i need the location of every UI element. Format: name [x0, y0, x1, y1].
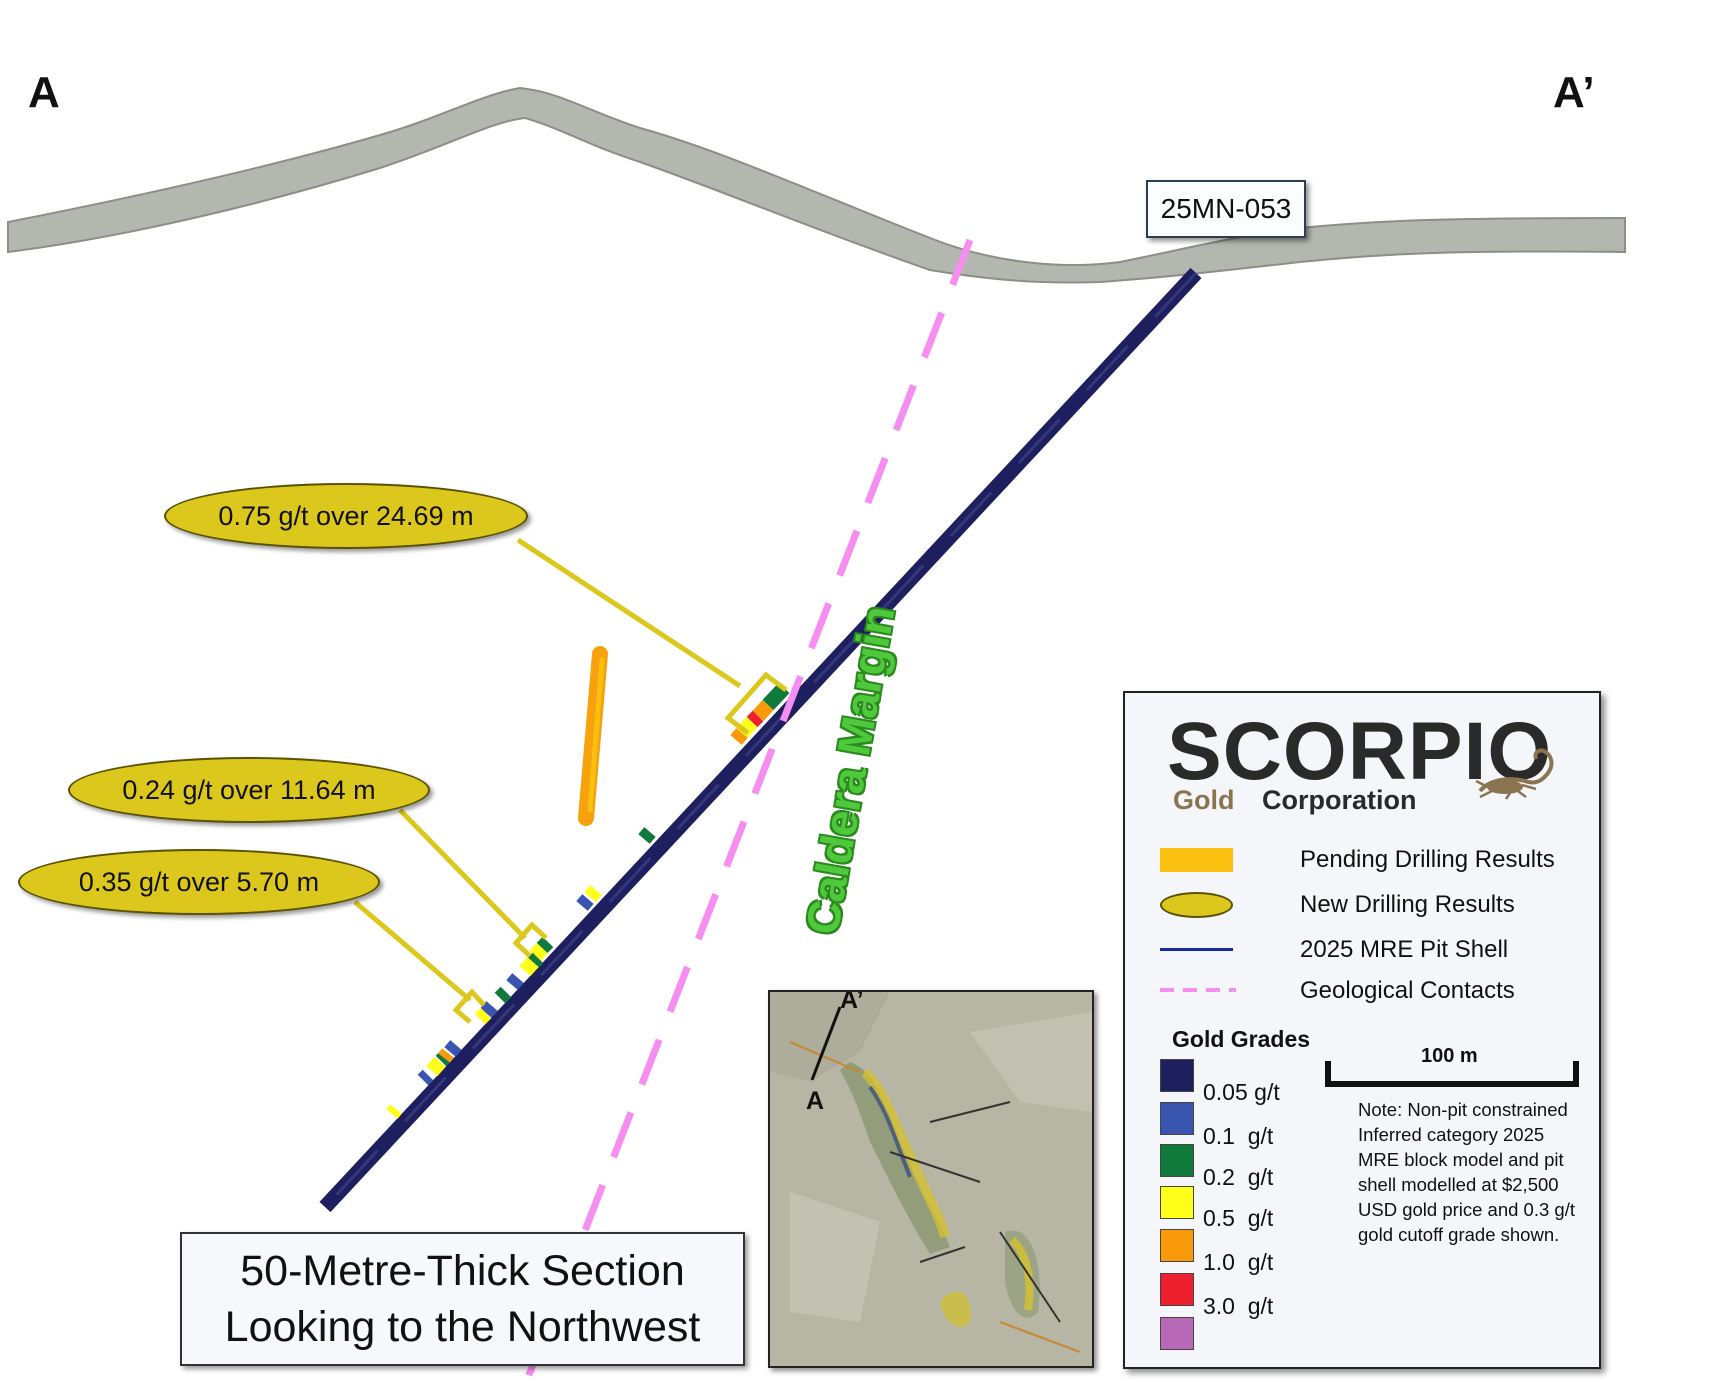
grade-interval: [494, 986, 512, 1004]
inset-map-image: [770, 992, 1092, 1366]
legend-label-pit-shell: 2025 MRE Pit Shell: [1300, 936, 1509, 963]
scale-bar: [1325, 1061, 1579, 1087]
inset-label-a: A: [806, 1087, 825, 1115]
grade-interval: [536, 936, 554, 954]
grade-interval: [480, 1001, 498, 1018]
grade-swatch-top: [1160, 1317, 1194, 1350]
grade-interval: [444, 1040, 462, 1057]
company-logo-gold: Gold: [1173, 785, 1235, 815]
result-callout-3: 0.35 g/t over 5.70 m: [18, 849, 380, 915]
grade-interval: [730, 728, 748, 745]
callout-leader-1: [516, 537, 742, 689]
callout-bracket-2: [512, 921, 548, 958]
legend-swatch-pit-shell: [1160, 948, 1233, 951]
callout-leader-3: [353, 900, 472, 1002]
grade-swatch-0.5: [1160, 1186, 1194, 1219]
inset-section-line: [810, 1006, 842, 1081]
grade-interval: [762, 682, 790, 711]
grade-label-1.0: 1.0 g/t: [1203, 1249, 1274, 1275]
legend-swatch-pending: [1160, 848, 1233, 872]
topography-surface: [7, 86, 1626, 284]
result-callout-2: 0.24 g/t over 11.64 m: [68, 757, 430, 823]
section-title-line2: Looking to the Northwest: [224, 1303, 701, 1351]
legend-label-contacts: Geological Contacts: [1300, 977, 1515, 1004]
legend-swatch-new: [1160, 892, 1233, 918]
legend-label-new: New Drilling Results: [1300, 891, 1515, 918]
grade-interval: [576, 894, 594, 911]
grade-interval: [752, 699, 774, 722]
grade-label-0.2: 0.2 g/t: [1203, 1164, 1274, 1190]
geological-contact-line: [521, 238, 974, 1385]
callout-bracket-1: [724, 671, 788, 735]
grade-label-3.0: 3.0 g/t: [1203, 1293, 1274, 1319]
grade-interval: [529, 943, 548, 961]
result-callout-1: 0.75 g/t over 24.69 m: [164, 483, 528, 549]
grade-interval: [386, 1104, 402, 1119]
scale-bar-label: 100 m: [1421, 1045, 1478, 1067]
callout-bracket-3: [452, 988, 486, 1024]
grade-interval: [438, 1048, 454, 1063]
callout-leader-2: [398, 808, 527, 940]
section-title-line1: 50-Metre-Thick Section: [240, 1247, 685, 1295]
grade-interval: [746, 710, 764, 728]
grade-interval: [474, 1007, 492, 1025]
grade-interval: [519, 957, 539, 976]
legend-panel: SCORPIO Gold Corporation Pending Drillin…: [1123, 691, 1601, 1369]
inset-label-a-prime: A’: [840, 990, 864, 1014]
location-inset-map: A’ A: [768, 990, 1094, 1368]
grade-swatch-0.2: [1160, 1144, 1194, 1177]
gold-grades-title: Gold Grades: [1172, 1026, 1311, 1052]
section-end-a: A: [28, 68, 60, 117]
legend-label-pending: Pending Drilling Results: [1300, 846, 1555, 873]
grade-label-0.05: 0.05 g/t: [1203, 1079, 1280, 1105]
grade-interval: [506, 973, 524, 990]
grade-swatch-1.0: [1160, 1229, 1194, 1262]
grade-interval: [417, 1069, 434, 1086]
legend-swatch-contacts: [1160, 988, 1236, 992]
company-logo-text: SCORPIO: [1167, 706, 1553, 797]
drill-hole-label: 25MN-053: [1146, 180, 1306, 238]
company-logo-corporation: Corporation: [1262, 785, 1417, 815]
legend-note: Note: Non-pit constrained Inferred categ…: [1358, 1099, 1575, 1245]
grade-label-0.1: 0.1 g/t: [1203, 1123, 1274, 1149]
section-title-box: 50-Metre-Thick Section Looking to the No…: [180, 1232, 745, 1366]
grade-swatch-0.05: [1160, 1059, 1194, 1092]
grade-interval: [426, 1057, 446, 1076]
scorpion-icon: [1475, 748, 1554, 800]
grade-interval: [638, 827, 656, 844]
grade-swatch-3.0: [1160, 1273, 1194, 1306]
grade-interval: [584, 885, 602, 902]
drill-hole-edge: [323, 271, 1198, 1209]
pending-drill-highlight: [587, 657, 605, 813]
section-end-a-prime: A’: [1553, 68, 1595, 117]
grade-label-0.5: 0.5 g/t: [1203, 1205, 1274, 1231]
pending-drill-interval: [578, 646, 608, 826]
grade-swatch-0.1: [1160, 1102, 1194, 1135]
